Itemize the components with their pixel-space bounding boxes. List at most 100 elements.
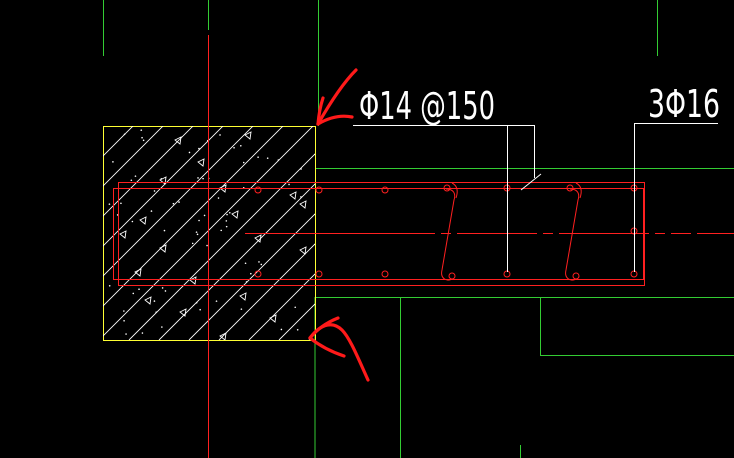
rebar-dot	[381, 270, 389, 278]
aggregate-dot	[233, 146, 235, 149]
green-grid-lines	[103, 0, 734, 458]
rebar-dot	[254, 270, 262, 278]
hatch-line	[218, 243, 315, 340]
aggregate-dot	[163, 229, 166, 232]
aggregate-dot	[196, 233, 199, 236]
rebar-dot	[572, 272, 580, 280]
aggregate-dot	[178, 201, 180, 203]
rebar-dot	[315, 270, 323, 278]
aggregate-dot	[197, 177, 199, 179]
aggregate-dot	[219, 134, 221, 136]
rebar-dot	[315, 186, 323, 194]
aggregate-dot	[240, 308, 243, 310]
aggregate-dot	[188, 151, 191, 154]
aggregate-dot	[112, 161, 114, 163]
concrete-aggregate	[108, 129, 307, 340]
aggregate-dot	[288, 183, 290, 186]
hatch-line	[103, 126, 284, 307]
aggregate-triangle	[289, 191, 297, 200]
aggregate-triangle	[159, 244, 167, 253]
aggregate-dot	[132, 292, 135, 295]
stirrup-spec-label: Φ14 @150	[359, 84, 495, 128]
aggregate-dot	[160, 177, 163, 180]
hatch-line	[248, 273, 315, 340]
aggregate-triangle	[299, 200, 307, 209]
aggregate-dot	[277, 159, 280, 161]
aggregate-dot	[220, 229, 223, 232]
aggregate-dot	[258, 261, 260, 263]
aggregate-dot	[155, 311, 158, 313]
beam-stirrup-outer	[118, 182, 645, 286]
markup-arrow-top-icon	[316, 68, 358, 126]
aggregate-dot	[138, 288, 140, 291]
aggregate-triangle	[231, 210, 239, 219]
aggregate-dot	[215, 300, 218, 302]
aggregate-dot	[150, 210, 153, 212]
aggregate-triangle	[219, 332, 227, 340]
aggregate-dot	[280, 328, 283, 331]
aggregate-triangle	[197, 158, 205, 167]
stirrup-tie-2	[565, 188, 580, 281]
aggregate-dot	[300, 196, 302, 198]
aggregate-dot	[245, 281, 248, 283]
aggregate-dot	[294, 306, 297, 309]
aggregate-dot	[202, 177, 204, 180]
aggregate-triangle	[254, 234, 262, 243]
aggregate-dot	[260, 263, 263, 266]
aggregate-dot	[131, 220, 134, 223]
hatch-line	[128, 153, 315, 340]
aggregate-triangle	[119, 230, 127, 239]
aggregate-dot	[172, 202, 175, 205]
aggregate-dot	[125, 333, 127, 335]
aggregate-dot	[153, 190, 156, 192]
leader-lines	[353, 123, 718, 272]
stirrup-tie-1b	[451, 182, 458, 199]
hatch-line	[103, 126, 254, 277]
hatch-line	[103, 126, 194, 217]
hatch-line	[278, 303, 315, 340]
rebar-dot	[254, 186, 262, 194]
rebar-dot	[381, 186, 389, 194]
hatch-line	[103, 126, 314, 337]
aggregate-triangle	[299, 246, 307, 255]
aggregate-dot	[142, 139, 145, 142]
aggregate-dot	[250, 272, 252, 275]
aggregate-triangle	[239, 292, 247, 301]
stirrup-tie-2b	[575, 182, 582, 199]
aggregate-dot	[198, 147, 200, 150]
aggregate-dot	[130, 179, 133, 182]
rebar-dot	[443, 184, 451, 192]
aggregate-dot	[198, 219, 200, 222]
aggregate-dot	[217, 197, 220, 199]
aggregate-triangle	[179, 308, 187, 317]
aggregate-dot	[123, 133, 126, 136]
aggregate-dot	[203, 214, 206, 217]
aggregate-dot	[226, 213, 228, 216]
hatch-line	[103, 126, 104, 127]
axis-lines	[208, 35, 734, 458]
aggregate-dot	[161, 287, 164, 289]
aggregate-dot	[244, 262, 247, 265]
aggregate-dot	[296, 328, 299, 331]
aggregate-dot	[199, 308, 201, 311]
aggregate-dot	[225, 225, 228, 228]
aggregate-dot	[266, 157, 269, 159]
beam-rebar	[113, 182, 645, 286]
aggregate-dot	[206, 244, 208, 247]
concrete-hatch	[103, 126, 315, 340]
hatch-line	[103, 126, 164, 187]
aggregate-dot	[153, 300, 156, 302]
stirrup-tie-1	[441, 188, 456, 281]
aggregate-triangle	[144, 296, 152, 305]
aggregate-dot	[108, 203, 111, 205]
aggregate-dot	[140, 129, 143, 131]
aggregate-dot	[242, 161, 245, 164]
aggregate-triangle	[139, 216, 147, 225]
aggregate-dot	[123, 320, 125, 322]
column-section	[103, 126, 316, 341]
aggregate-dot	[195, 301, 198, 304]
longitudinal-rebar-label: 3Φ16	[648, 82, 720, 126]
aggregate-dot	[108, 284, 111, 287]
rebar-dot	[448, 272, 456, 280]
